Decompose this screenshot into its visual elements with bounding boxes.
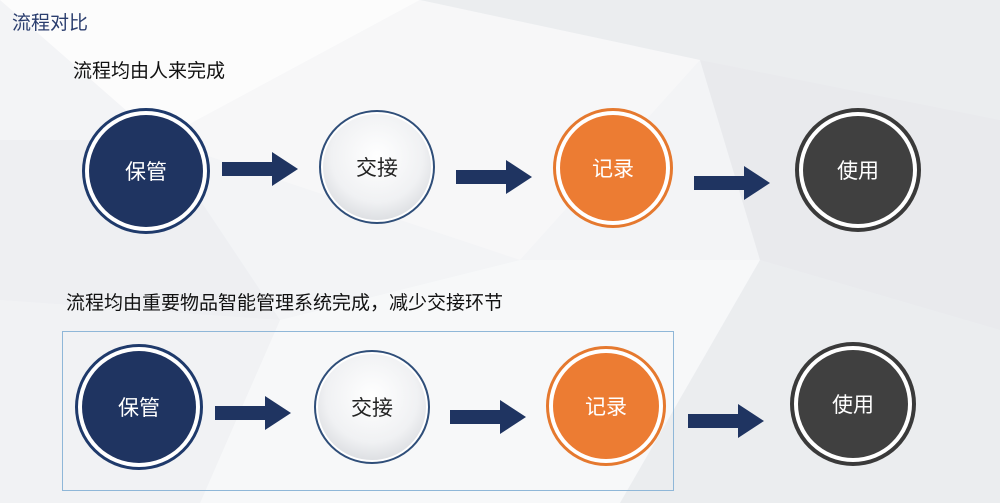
page-title: 流程对比 — [12, 12, 89, 34]
system-flow-highlight-box — [62, 331, 674, 491]
step-label: 使用 — [803, 116, 913, 224]
step-use: 使用 — [795, 108, 921, 232]
step-label: 保管 — [89, 115, 203, 227]
step-label: 使用 — [798, 350, 908, 458]
arrow-right-icon — [215, 396, 291, 430]
step-handover: 交接 — [314, 350, 430, 464]
step-record: 记录 — [546, 346, 666, 466]
arrow-right-icon — [688, 404, 764, 438]
arrow-right-icon — [222, 152, 298, 186]
step-label: 记录 — [560, 115, 666, 221]
step-label: 记录 — [553, 353, 659, 459]
arrow-right-icon — [456, 160, 532, 194]
arrow-right-icon — [694, 166, 770, 200]
row-caption-system: 流程均由重要物品智能管理系统完成，减少交接环节 — [66, 292, 504, 314]
step-storage: 保管 — [75, 344, 203, 470]
flow-row-system: 保管 交接 记录 使用 — [0, 342, 1000, 470]
step-use: 使用 — [790, 342, 916, 466]
step-storage: 保管 — [82, 108, 210, 234]
flow-row-manual: 保管 交接 记录 使用 — [0, 108, 1000, 234]
row-caption-manual: 流程均由人来完成 — [73, 60, 226, 82]
step-record: 记录 — [553, 108, 673, 228]
arrow-right-icon — [450, 400, 526, 434]
step-label: 交接 — [318, 354, 426, 460]
step-handover: 交接 — [319, 110, 435, 224]
step-label: 保管 — [82, 351, 196, 463]
step-label: 交接 — [323, 114, 431, 220]
